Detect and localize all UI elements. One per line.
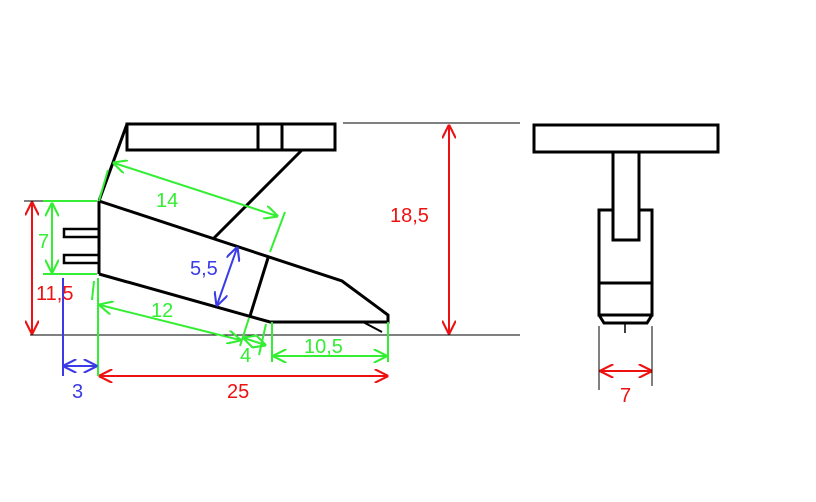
headshell-plate	[125, 122, 337, 152]
ext-line	[258, 323, 267, 356]
label-step: 4	[240, 345, 251, 367]
label-front-height: 11,5	[36, 283, 73, 305]
front-view-outline	[532, 123, 720, 333]
dim-step	[244, 338, 265, 345]
ext-line	[91, 280, 95, 301]
label-pin-length: 3	[72, 381, 83, 403]
ext-line	[269, 211, 286, 253]
label-connector-height: 7	[38, 231, 49, 253]
body-outline	[98, 199, 390, 324]
dim-body-thickness	[217, 248, 237, 305]
ext-line	[98, 169, 109, 202]
body-step-line	[248, 257, 270, 317]
dim-slant-bottom	[100, 305, 240, 340]
connector-pin	[62, 253, 101, 265]
headshell-plate-front	[532, 123, 720, 154]
label-tip-length: 10,5	[304, 336, 343, 358]
label-slant-top: 14	[156, 190, 178, 212]
label-slant-bottom: 12	[151, 300, 173, 322]
label-height-total: 18,5	[390, 205, 429, 227]
label-body-thickness: 5,5	[190, 258, 218, 280]
stylus-needle	[362, 321, 383, 333]
ext-line	[239, 317, 250, 347]
connector-pin	[62, 227, 101, 239]
side-view-outline	[62, 122, 390, 333]
label-front-width: 7	[620, 385, 631, 407]
label-total-length: 25	[227, 381, 249, 403]
mount-stem	[611, 150, 641, 242]
mount-support-line	[211, 148, 304, 241]
dim-slant-top	[114, 163, 277, 216]
